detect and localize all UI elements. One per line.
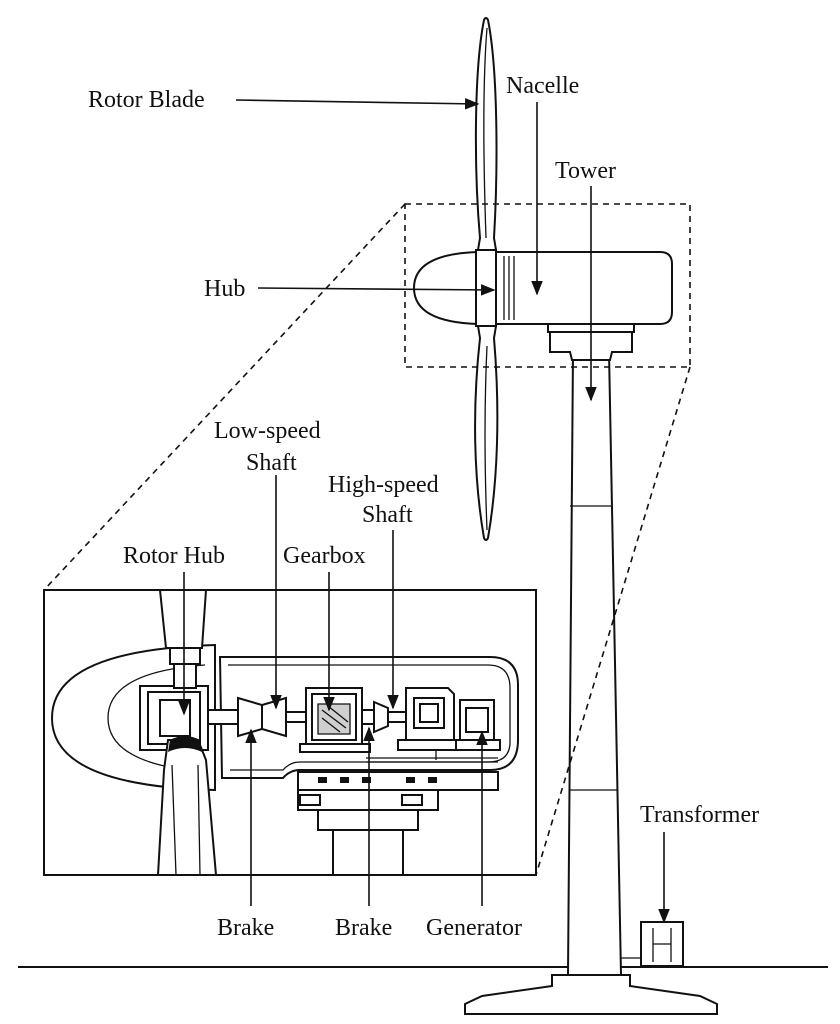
label-tower: Tower xyxy=(555,158,616,184)
hub-ring xyxy=(475,249,497,327)
rotor-blade-lower xyxy=(474,325,499,541)
hub xyxy=(412,250,479,326)
transformer xyxy=(620,921,684,967)
label-high-speed-shaft-line1: High-speed xyxy=(328,472,439,498)
label-brake-right: Brake xyxy=(335,915,392,941)
label-brake-left: Brake xyxy=(217,915,274,941)
label-rotor-hub: Rotor Hub xyxy=(123,543,225,569)
nacelle-detail-inset xyxy=(43,589,537,876)
label-rotor-blade: Rotor Blade xyxy=(88,87,205,113)
zoom-line-right xyxy=(535,366,691,876)
label-low-speed-shaft-line2: Shaft xyxy=(246,450,297,476)
rotor-blade-upper xyxy=(474,17,498,251)
label-gearbox: Gearbox xyxy=(283,543,366,569)
zoom-line-left xyxy=(43,203,406,591)
label-nacelle: Nacelle xyxy=(506,73,579,99)
label-generator: Generator xyxy=(426,915,522,941)
nacelle xyxy=(493,251,673,325)
label-high-speed-shaft-line2: Shaft xyxy=(362,502,413,528)
label-transformer: Transformer xyxy=(640,802,759,828)
zoom-region xyxy=(404,203,691,368)
label-hub: Hub xyxy=(204,276,245,302)
label-low-speed-shaft-line1: Low-speed xyxy=(214,418,321,444)
